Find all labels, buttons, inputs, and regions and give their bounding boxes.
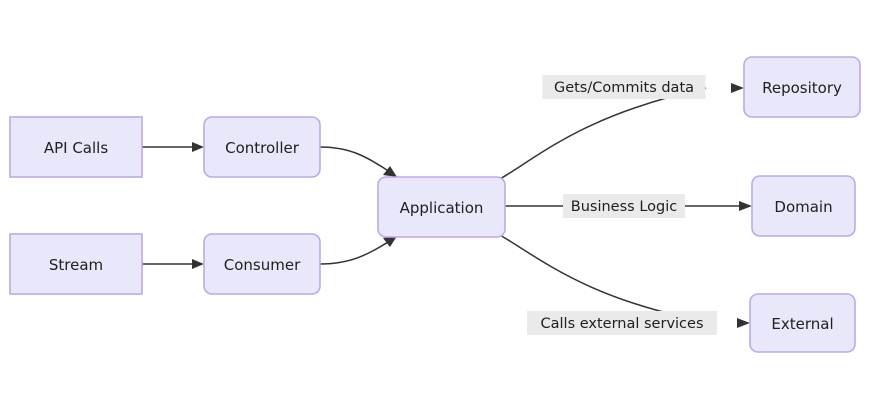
edge-label-layer: Gets/Commits data Business Logic Calls e… (527, 75, 717, 335)
node-shape[interactable] (749, 293, 856, 353)
node-layer: API Calls Stream Controller Consumer App… (9, 56, 861, 353)
node-label: API Calls (44, 139, 108, 157)
node-label: Repository (762, 79, 842, 97)
edge-label-text: Gets/Commits data (554, 80, 694, 96)
arrowhead-icon (383, 166, 397, 177)
edge-label-background (542, 75, 706, 99)
node-shape[interactable] (9, 116, 143, 178)
node-label: Application (400, 199, 484, 217)
edge-line (319, 146, 391, 173)
node-label: Domain (774, 198, 832, 216)
arrowhead-icon (192, 259, 204, 269)
edge-line (499, 234, 713, 324)
node-consumer[interactable]: Consumer (203, 233, 321, 295)
node-external[interactable]: External (749, 293, 856, 353)
edge-label-background (527, 311, 717, 335)
arrowhead-icon (383, 236, 397, 247)
edge-label-gets-commits-data: Gets/Commits data (542, 75, 706, 99)
node-stream[interactable]: Stream (9, 233, 143, 295)
edge-label-calls-external-services: Calls external services (527, 311, 717, 335)
node-repository[interactable]: Repository (743, 56, 861, 118)
node-label: Stream (49, 256, 103, 274)
edge-label-text: Calls external services (541, 316, 704, 332)
arrowhead-icon (731, 83, 744, 93)
node-label: Consumer (224, 256, 301, 274)
edge-label-business-logic: Business Logic (563, 194, 685, 218)
node-shape[interactable] (9, 233, 143, 295)
node-controller[interactable]: Controller (203, 116, 321, 178)
edge-line (499, 87, 707, 180)
edge-label-background (563, 194, 685, 218)
node-label: External (771, 315, 833, 333)
node-shape[interactable] (751, 175, 856, 237)
node-shape[interactable] (377, 176, 506, 238)
edge-controller-to-application (319, 146, 397, 177)
node-shape[interactable] (203, 116, 321, 178)
edge-consumer-to-application (319, 236, 397, 265)
edge-line (319, 240, 391, 265)
arrowhead-icon (737, 318, 750, 328)
node-api-calls[interactable]: API Calls (9, 116, 143, 178)
node-label: Controller (225, 139, 300, 157)
arrowhead-icon (192, 142, 204, 152)
edge-label-text: Business Logic (571, 199, 677, 215)
node-shape[interactable] (203, 233, 321, 295)
node-domain[interactable]: Domain (751, 175, 856, 237)
edge-stream-to-consumer (142, 259, 204, 269)
node-application[interactable]: Application (377, 176, 506, 238)
arrowhead-icon (739, 201, 752, 211)
edge-api-calls-to-controller (142, 142, 204, 152)
node-shape[interactable] (743, 56, 861, 118)
